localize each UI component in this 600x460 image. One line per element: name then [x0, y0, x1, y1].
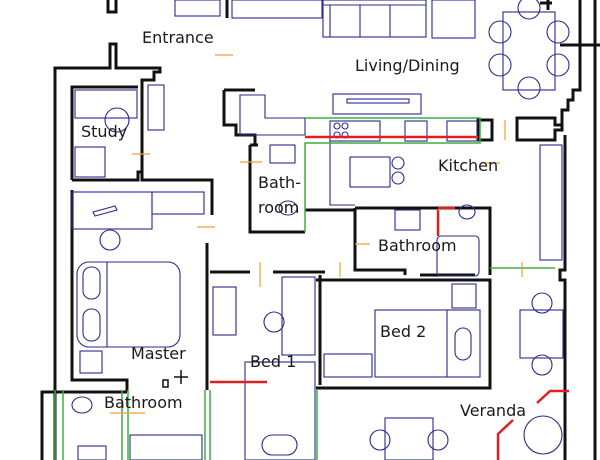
room-label-bathroom: Bathroom: [378, 236, 457, 255]
dining-chairs: [488, 0, 570, 100]
room-label-bed2: Bed 2: [380, 322, 427, 341]
cabinet: [174, 0, 221, 17]
armchair: [431, 0, 476, 39]
dining-table: [502, 11, 556, 91]
sofa: [322, 0, 427, 38]
kitchen-island: [349, 156, 391, 188]
room-label-bath-line1: Bath-: [258, 173, 301, 192]
veranda-table: [519, 309, 564, 359]
door-marks: [110, 54, 523, 414]
room-label-veranda: Veranda: [460, 401, 527, 420]
bed2-bed: [374, 309, 481, 378]
room-label-master-bathroom: Bathroom: [104, 393, 183, 412]
walls: [40, 0, 600, 460]
room-label-bath-line2: room: [258, 198, 300, 217]
red-lines: [210, 135, 569, 460]
console: [231, 0, 323, 19]
room-label-master: Master: [131, 344, 186, 363]
shelf: [147, 84, 165, 131]
room-label-entrance: Entrance: [142, 28, 214, 47]
bathtub: [436, 235, 480, 277]
tv-unit: [332, 93, 422, 115]
stair-counter: [239, 94, 306, 136]
desk: [74, 89, 138, 119]
stove: [329, 120, 381, 142]
master-bed: [76, 261, 181, 348]
room-label-kitchen: Kitchen: [438, 156, 499, 175]
bed1-bed: [244, 361, 316, 460]
room-label-bed1: Bed 1: [250, 352, 297, 371]
room-label-living-dining: Living/Dining: [355, 56, 460, 75]
room-label-study: Study: [81, 122, 128, 141]
